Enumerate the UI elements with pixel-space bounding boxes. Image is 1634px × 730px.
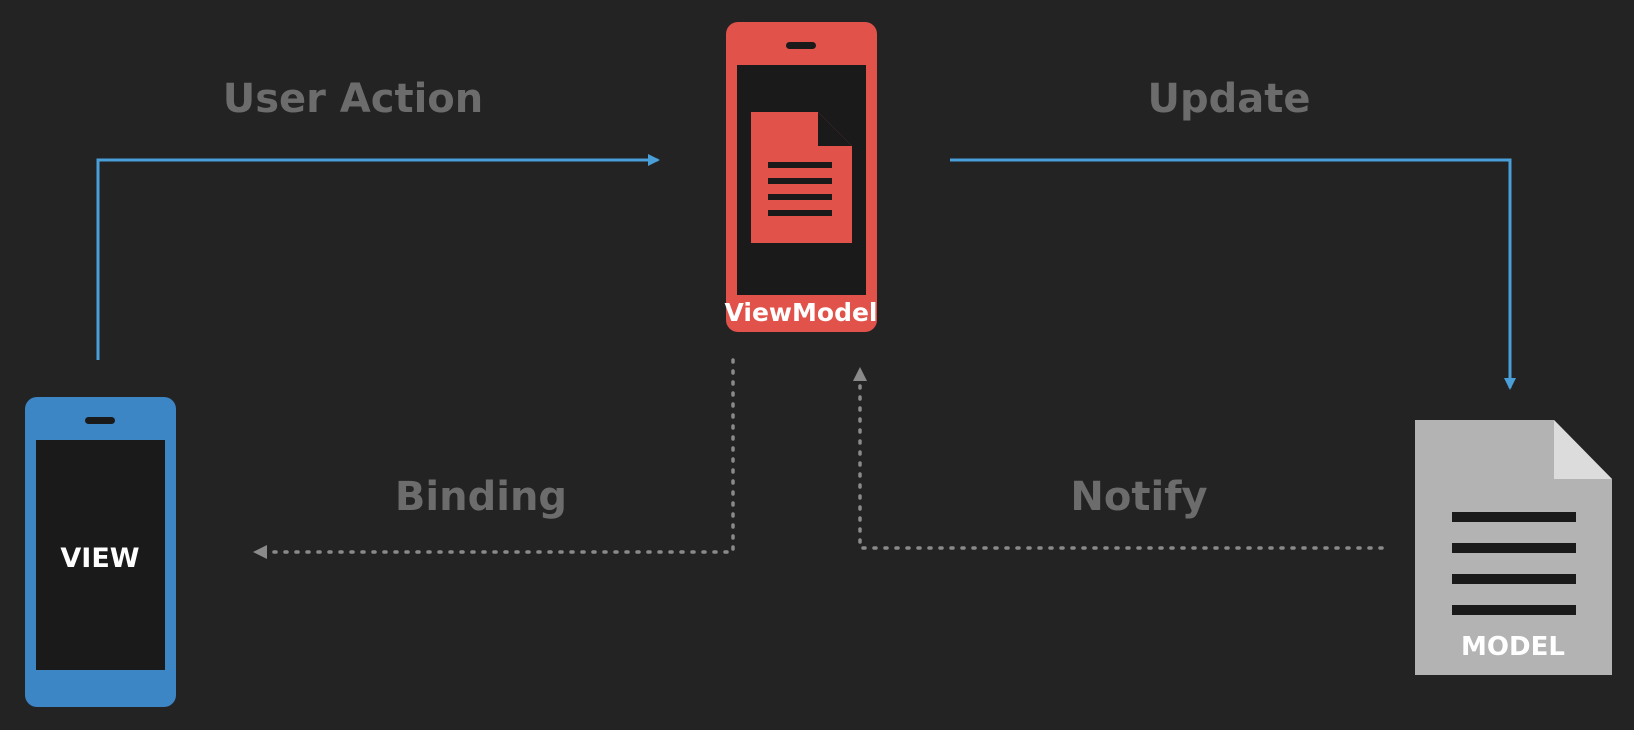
view-label: VIEW — [60, 543, 139, 574]
update-edge: Update — [950, 76, 1516, 390]
binding-arrow — [253, 358, 735, 559]
model-label: MODEL — [1461, 632, 1565, 662]
viewmodel-node: ViewModel — [724, 22, 878, 332]
notify-edge: Notify — [853, 367, 1384, 550]
viewmodel-label: ViewModel — [724, 298, 877, 327]
phone-document-icon — [726, 22, 877, 332]
update-label: Update — [1148, 76, 1311, 122]
update-arrow — [950, 158, 1516, 390]
viewmodel-phone-speaker — [786, 42, 816, 49]
model-document-fold — [1554, 420, 1612, 479]
notify-arrow — [853, 367, 1384, 550]
viewmodel-document-icon — [751, 112, 852, 243]
notify-label: Notify — [1070, 474, 1207, 520]
model-node: MODEL — [1415, 420, 1612, 675]
view-phone-speaker — [85, 417, 115, 424]
user-action-edge: User Action — [96, 76, 660, 360]
user-action-label: User Action — [223, 76, 484, 122]
user-action-arrow — [96, 154, 660, 360]
binding-label: Binding — [395, 474, 567, 520]
binding-edge: Binding — [253, 358, 735, 559]
view-node: VIEW — [25, 397, 176, 707]
phone-icon — [25, 397, 176, 707]
document-icon — [1415, 420, 1612, 675]
view-phone-screen — [36, 440, 165, 670]
